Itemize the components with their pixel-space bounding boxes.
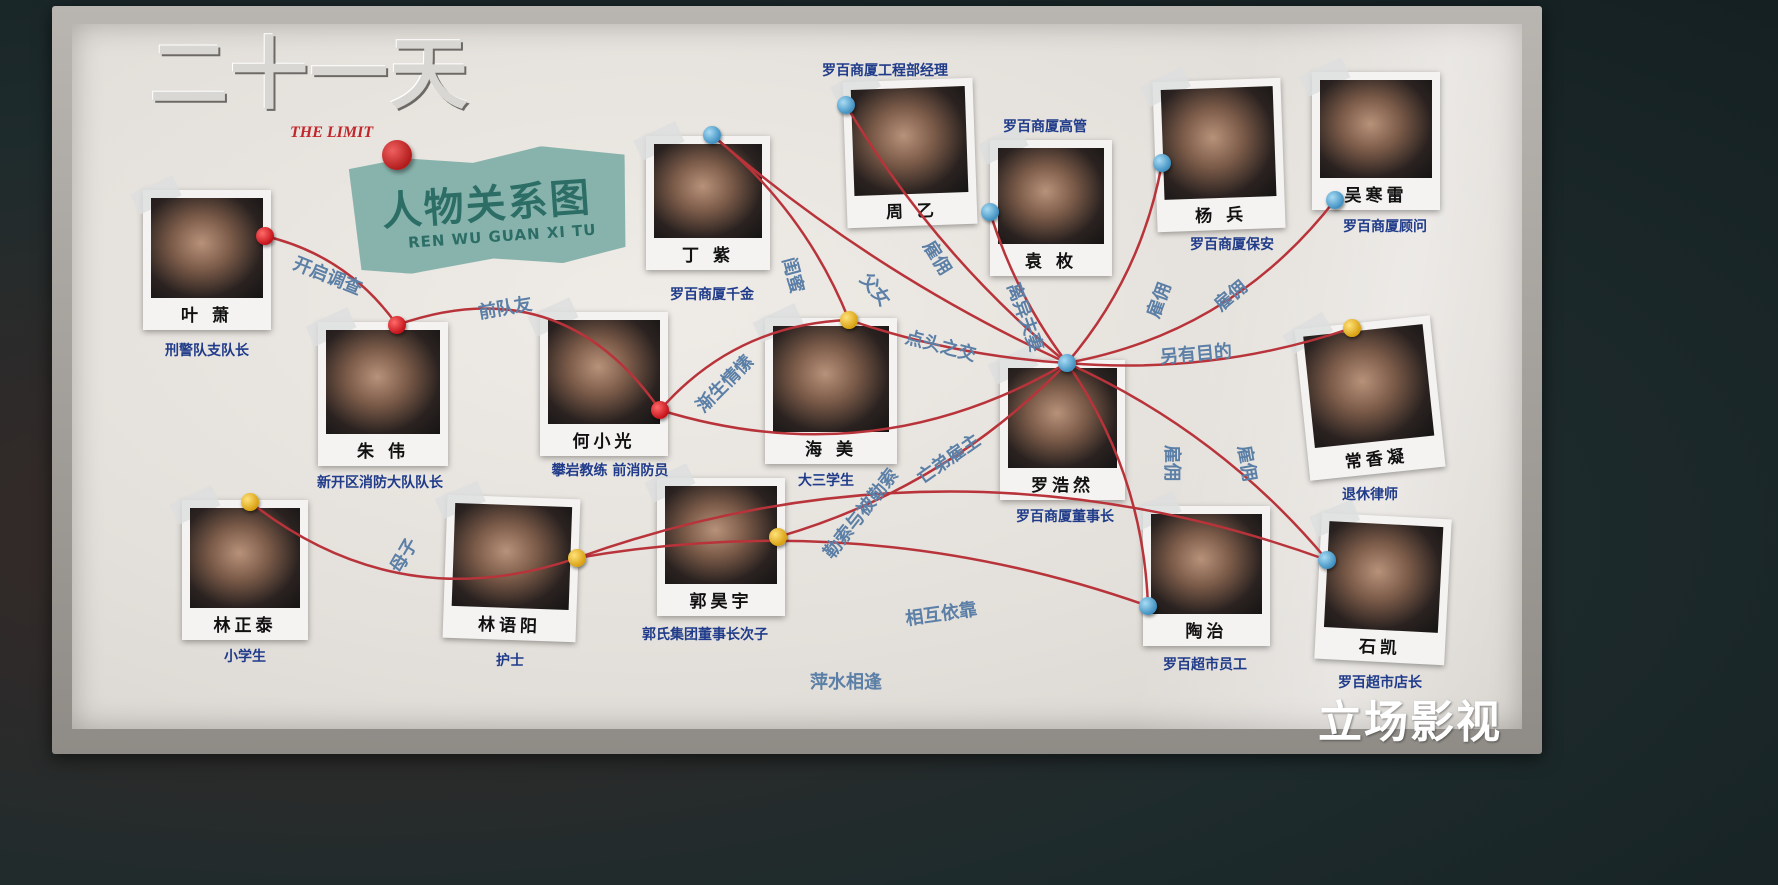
character-name: 朱 伟 bbox=[357, 442, 409, 462]
character-card: 郭昊宇 bbox=[644, 463, 785, 616]
character-photo bbox=[773, 326, 889, 432]
character-role: 攀岩教练 前消防员 bbox=[551, 463, 669, 479]
pushpin-icon bbox=[1326, 191, 1344, 209]
character-photo bbox=[665, 486, 777, 584]
character-name: 郭昊宇 bbox=[689, 592, 753, 612]
pushpin-icon bbox=[388, 316, 406, 334]
character-card: 何小光 bbox=[527, 297, 668, 456]
pushpin-icon bbox=[1318, 551, 1336, 569]
character-card: 朱 伟 bbox=[305, 307, 448, 466]
pushpin-icon bbox=[241, 493, 259, 511]
character-photo bbox=[654, 144, 762, 238]
pushpin-icon bbox=[1139, 597, 1157, 615]
character-photo bbox=[548, 320, 660, 424]
character-card: 陶治 bbox=[1130, 491, 1270, 646]
character-role: 新开区消防大队队长 bbox=[317, 475, 443, 491]
character-card: 丁 紫 bbox=[633, 121, 770, 270]
character-role: 郭氏集团董事长次子 bbox=[642, 627, 768, 643]
character-role: 退休律师 bbox=[1342, 487, 1398, 503]
character-card: 常香凝 bbox=[1282, 311, 1446, 481]
character-name: 林正泰 bbox=[213, 616, 277, 636]
character-photo bbox=[1160, 86, 1277, 200]
character-photo bbox=[151, 198, 263, 298]
pushpin-icon bbox=[1343, 319, 1361, 337]
character-name: 陶治 bbox=[1185, 622, 1228, 642]
watermark: 立场影视 bbox=[1318, 697, 1502, 748]
character-card: 石凯 bbox=[1309, 499, 1452, 666]
character-photo bbox=[326, 330, 440, 434]
pushpin-icon bbox=[703, 126, 721, 144]
character-role: 刑警队支队长 bbox=[165, 343, 249, 359]
pushpin-icon bbox=[651, 401, 669, 419]
character-role: 罗百超市员工 bbox=[1163, 657, 1247, 673]
character-name: 海 美 bbox=[805, 440, 857, 460]
pushpin-icon bbox=[837, 96, 855, 114]
character-role: 罗百商厦高管 bbox=[1003, 119, 1087, 135]
relation-label: 雇佣 bbox=[1161, 445, 1182, 481]
pushpin-icon bbox=[382, 140, 412, 170]
character-name: 吴寒雷 bbox=[1344, 186, 1408, 206]
logo-subtitle: THE LIMIT bbox=[290, 124, 374, 141]
character-photo bbox=[1323, 521, 1444, 633]
show-logo: 二十一天 bbox=[150, 30, 470, 120]
character-role: 罗百商厦董事长 bbox=[1016, 509, 1114, 525]
character-role: 罗百超市店长 bbox=[1338, 675, 1422, 691]
character-name: 何小光 bbox=[572, 432, 636, 452]
character-card: 袁 枚 bbox=[977, 125, 1112, 276]
pushpin-icon bbox=[840, 311, 858, 329]
character-photo bbox=[1008, 368, 1117, 468]
character-name: 林语阳 bbox=[477, 614, 542, 638]
character-name: 丁 紫 bbox=[682, 246, 734, 266]
pushpin-icon bbox=[1153, 154, 1171, 172]
character-photo bbox=[451, 502, 573, 611]
character-photo bbox=[1320, 80, 1432, 178]
character-card: 杨 兵 bbox=[1140, 66, 1286, 233]
character-role: 罗百商厦工程部经理 bbox=[822, 63, 948, 79]
character-role: 小学生 bbox=[224, 649, 266, 665]
character-photo bbox=[1151, 514, 1262, 614]
character-role: 罗百商厦千金 bbox=[670, 287, 754, 303]
pushpin-icon bbox=[981, 203, 999, 221]
pushpin-icon bbox=[568, 549, 586, 567]
character-card: 叶 萧 bbox=[130, 175, 271, 330]
pushpin-icon bbox=[769, 528, 787, 546]
character-card: 周 乙 bbox=[830, 66, 978, 229]
relation-label: 萍水相逢 bbox=[810, 672, 882, 693]
character-name: 罗浩然 bbox=[1031, 476, 1094, 496]
character-name: 袁 枚 bbox=[1025, 252, 1077, 272]
character-role: 护士 bbox=[496, 653, 524, 669]
character-card: 林正泰 bbox=[169, 485, 308, 640]
pushpin-icon bbox=[1058, 354, 1076, 372]
character-role: 罗百商厦顾问 bbox=[1343, 219, 1427, 235]
character-role: 罗百商厦保安 bbox=[1190, 237, 1274, 253]
character-role: 大三学生 bbox=[798, 473, 854, 489]
character-card: 罗浩然 bbox=[987, 345, 1125, 500]
logo-title: 二十一天 bbox=[150, 30, 471, 120]
character-photo bbox=[1303, 324, 1435, 449]
pushpin-icon bbox=[256, 227, 274, 245]
character-name: 石凯 bbox=[1358, 636, 1402, 660]
character-photo bbox=[190, 508, 300, 608]
character-name: 叶 萧 bbox=[181, 306, 233, 326]
character-name: 周 乙 bbox=[885, 201, 939, 223]
character-card: 海 美 bbox=[752, 303, 897, 464]
character-card: 林语阳 bbox=[434, 481, 581, 643]
character-photo bbox=[850, 86, 969, 196]
character-photo bbox=[998, 148, 1104, 244]
character-card: 吴寒雷 bbox=[1299, 57, 1440, 210]
character-name: 杨 兵 bbox=[1194, 205, 1248, 227]
